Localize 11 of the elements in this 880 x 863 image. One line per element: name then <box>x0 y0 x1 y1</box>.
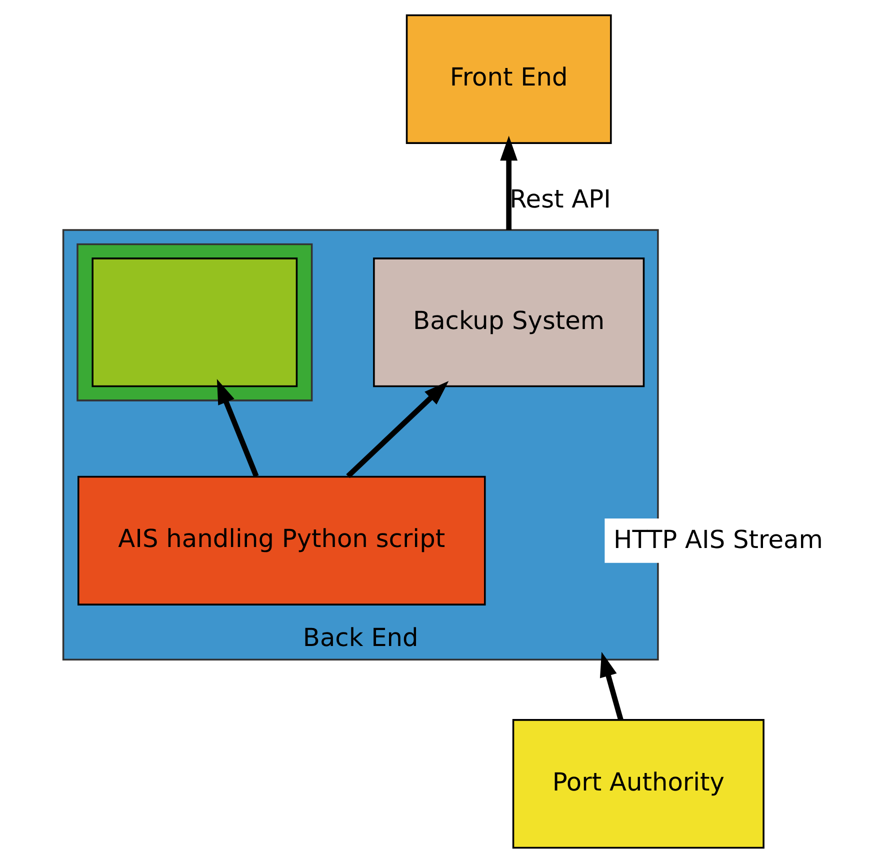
node-box: Port Authority <box>512 719 764 849</box>
node-box: Backup System <box>372 258 644 388</box>
arrow <box>500 136 518 230</box>
node-box: AIS handling Python script <box>77 476 486 606</box>
arrow <box>216 379 258 478</box>
node-box <box>91 258 298 388</box>
arrow <box>599 652 623 721</box>
cluster <box>76 243 312 402</box>
node-box: Front End <box>405 14 612 144</box>
arrow <box>346 380 448 478</box>
edge-label: Rest API <box>509 184 610 214</box>
